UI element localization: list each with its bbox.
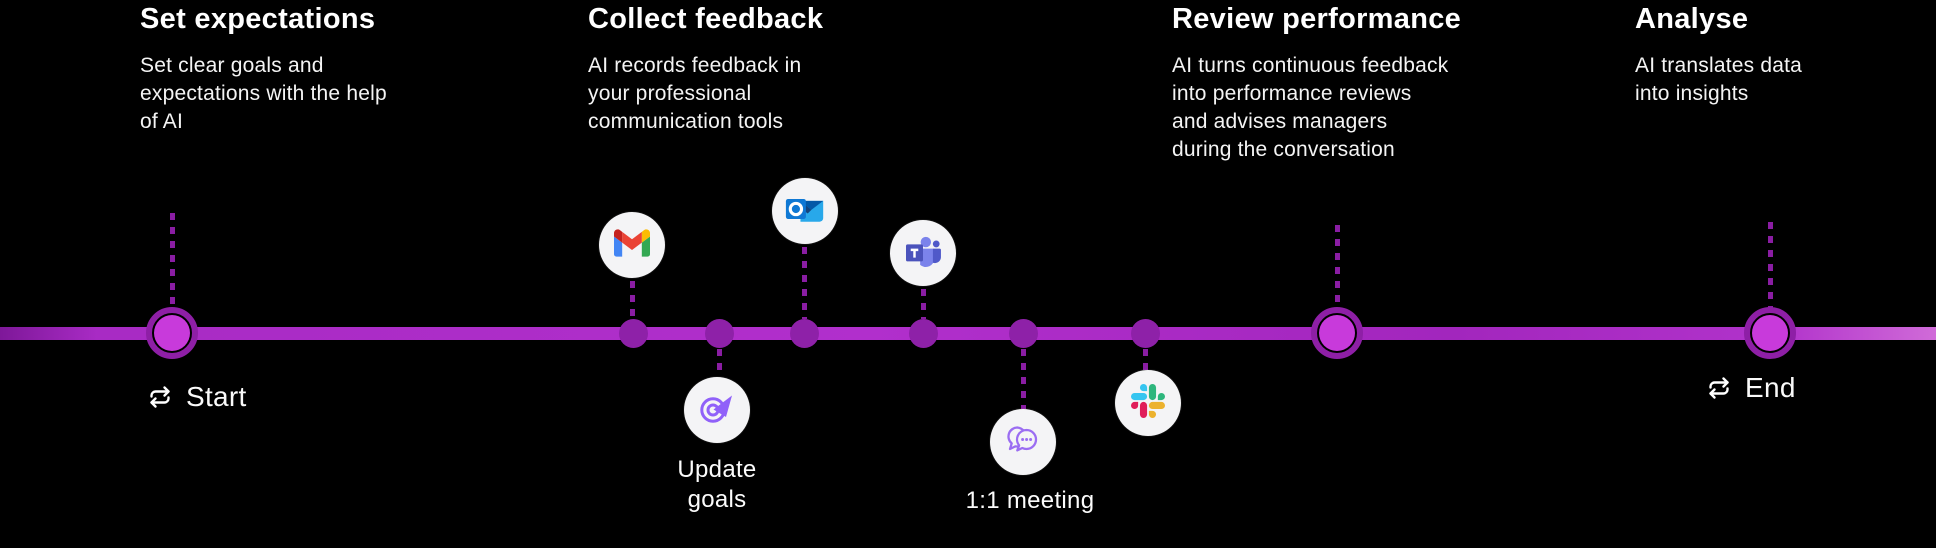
outlook-icon bbox=[785, 192, 825, 231]
stage-collect-feedback: Collect feedback AI records feedback in … bbox=[588, 2, 908, 136]
milestone-node-update-goals bbox=[704, 319, 734, 348]
milestone-node-slack bbox=[1130, 319, 1160, 348]
stage-review-performance: Review performance AI turns continuous f… bbox=[1172, 2, 1532, 164]
dotted-connector-start bbox=[169, 213, 175, 315]
meeting-label: 1:1 meeting bbox=[965, 487, 1095, 514]
dotted-connector-update-goals bbox=[716, 349, 722, 377]
dotted-connector-slack bbox=[1142, 349, 1148, 371]
gmail-badge bbox=[599, 212, 665, 278]
slack-icon bbox=[1131, 383, 1165, 423]
update-goals-badge bbox=[684, 377, 750, 443]
stage-title: Set expectations bbox=[140, 3, 376, 35]
sync-icon bbox=[1706, 376, 1732, 400]
start-node bbox=[146, 307, 198, 359]
stage-description: Set clear goals and expectations with th… bbox=[140, 54, 387, 133]
stage-set-expectations: Set expectations Set clear goals and exp… bbox=[140, 2, 480, 136]
milestone-node-gmail bbox=[618, 319, 648, 348]
chat-bubbles-icon bbox=[1004, 423, 1042, 462]
outlook-badge bbox=[772, 178, 838, 244]
end-label: End bbox=[1745, 372, 1796, 403]
slack-badge bbox=[1115, 370, 1181, 436]
dotted-connector-outlook bbox=[801, 247, 807, 319]
teams-badge bbox=[890, 220, 956, 286]
stage-title: Analyse bbox=[1635, 3, 1749, 35]
teams-icon bbox=[904, 234, 942, 273]
sync-icon bbox=[147, 385, 173, 409]
stage-analyse: Analyse AI translates data into insights bbox=[1635, 2, 1925, 108]
stage-description: AI turns continuous feedback into perfor… bbox=[1172, 54, 1449, 161]
gmail-icon bbox=[614, 228, 650, 262]
dotted-connector-gmail bbox=[629, 281, 635, 319]
update-goals-label: Update goals bbox=[677, 456, 757, 513]
review-node bbox=[1311, 307, 1363, 359]
stage-description: AI translates data into insights bbox=[1635, 54, 1803, 105]
dotted-connector-end bbox=[1767, 222, 1773, 315]
end-node bbox=[1744, 307, 1796, 359]
milestone-node-outlook bbox=[789, 319, 819, 348]
dotted-connector-meeting bbox=[1020, 349, 1026, 409]
meeting-badge bbox=[990, 409, 1056, 475]
start-label: Start bbox=[186, 381, 247, 412]
stage-title: Collect feedback bbox=[588, 3, 824, 35]
dotted-connector-teams bbox=[920, 289, 926, 319]
end-endpoint: End bbox=[1706, 372, 1796, 404]
timeline-line bbox=[0, 327, 1936, 340]
milestone-node-teams bbox=[908, 319, 938, 348]
milestone-node-meeting bbox=[1008, 319, 1038, 348]
start-endpoint: Start bbox=[147, 381, 247, 413]
dotted-connector-review bbox=[1334, 225, 1340, 315]
stage-description: AI records feedback in your professional… bbox=[588, 54, 802, 133]
target-arrow-icon bbox=[699, 392, 735, 429]
stage-title: Review performance bbox=[1172, 3, 1462, 35]
